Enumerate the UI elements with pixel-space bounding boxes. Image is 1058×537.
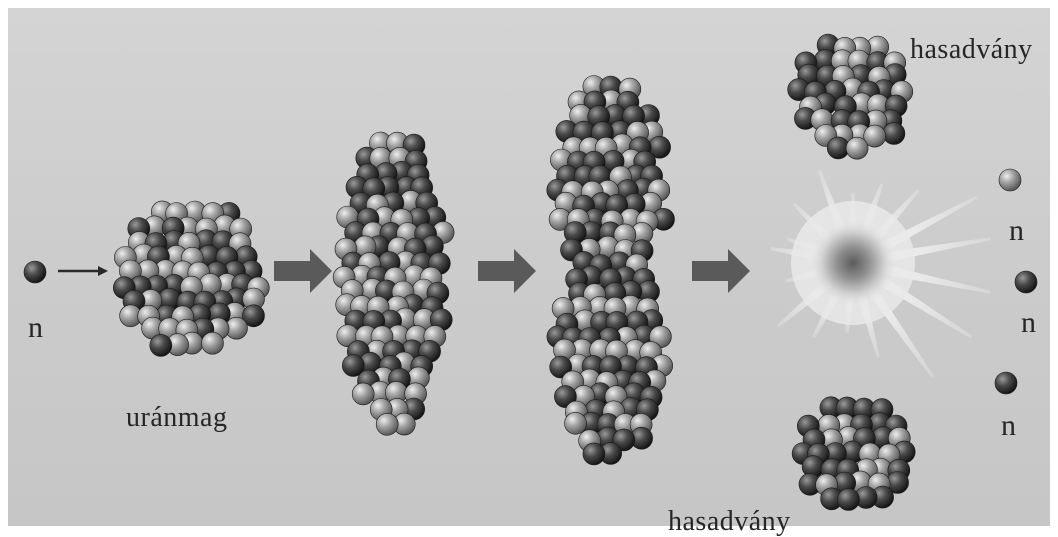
process-arrow-3 xyxy=(692,249,750,293)
nucleon-sphere xyxy=(583,443,605,465)
incoming-neutron-arrow xyxy=(58,266,108,276)
nucleon-sphere xyxy=(352,383,374,405)
fragment-top-label: hasadvány xyxy=(910,36,1033,64)
nucleon-sphere xyxy=(838,489,860,511)
neutron-sphere xyxy=(999,169,1021,191)
nucleon-sphere xyxy=(883,123,905,145)
fragment-bottom xyxy=(792,397,915,511)
nucleon-sphere xyxy=(565,412,587,434)
energy-burst xyxy=(769,169,992,381)
neutron-out-label-2: n xyxy=(1021,308,1036,338)
neutron-out-label-1: n xyxy=(1009,216,1024,246)
neutron-sphere xyxy=(1015,271,1037,293)
nucleon-sphere xyxy=(202,332,224,354)
neutron-sphere xyxy=(995,372,1017,394)
elongated-nucleus xyxy=(333,132,454,435)
splitting-nucleus xyxy=(547,76,675,465)
burst-core xyxy=(809,219,897,307)
nucleon-sphere xyxy=(376,413,398,435)
neutron-sphere xyxy=(24,261,46,283)
fission-illustration xyxy=(8,8,1050,526)
released-neutrons xyxy=(995,169,1037,394)
nucleus-label: uránmag xyxy=(126,404,227,432)
fragment-top xyxy=(788,34,913,159)
neutron-out-label-3: n xyxy=(1001,411,1016,441)
nucleon-sphere xyxy=(846,137,868,159)
process-arrow-1 xyxy=(274,249,332,293)
nucleon-sphere xyxy=(150,334,172,356)
uranium-nucleus xyxy=(113,201,269,357)
process-arrow-2 xyxy=(478,249,536,293)
fragment-bottom-label: hasadvány xyxy=(668,508,791,536)
incoming-neutron xyxy=(24,261,46,283)
neutron-in-label: n xyxy=(28,313,43,343)
